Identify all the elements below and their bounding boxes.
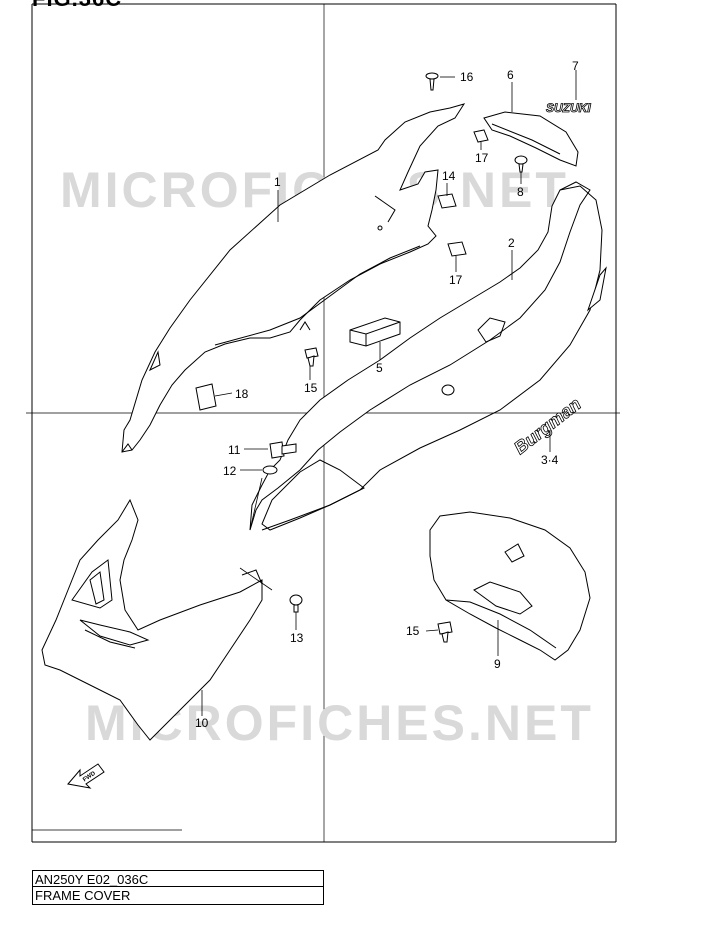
callout-17-upper: 17 — [475, 151, 489, 165]
part-9-center-cover — [429, 511, 591, 661]
part-15-rivet-upper — [304, 347, 319, 367]
part-1-left-frame-cover — [121, 103, 466, 453]
callout-5: 5 — [376, 361, 383, 375]
fwd-arrow-icon: FWD — [67, 763, 105, 789]
callout-13: 13 — [290, 631, 304, 645]
part-7-suzuki-emblem: SUZUKI — [546, 101, 592, 116]
part-8-screw — [514, 155, 528, 173]
part-16-screw — [425, 72, 439, 91]
part-17-clip-lower — [447, 241, 467, 257]
part-10-leg-shield — [41, 498, 263, 741]
figure-title: FIG.36C — [32, 0, 122, 12]
part-5-pad — [349, 317, 401, 347]
drawing-frame — [26, 3, 620, 843]
callout-15-lower: 15 — [406, 624, 420, 638]
callout-8: 8 — [517, 185, 524, 199]
part-18-pad — [195, 383, 217, 411]
callout-16: 16 — [460, 70, 474, 84]
part-12-washer — [262, 465, 278, 475]
leader-lines — [201, 70, 577, 716]
callout-labels: 16 6 7 17 8 14 1 2 17 5 15 18 11 12 3·4 … — [195, 59, 579, 730]
callout-11: 11 — [228, 443, 241, 457]
part-13-screw — [289, 594, 303, 613]
burgman-emblem-text: Burgman — [510, 394, 585, 458]
callout-12: 12 — [223, 464, 237, 478]
part-11-bolt — [269, 441, 297, 459]
fasteners — [262, 72, 528, 643]
callout-2: 2 — [508, 236, 515, 250]
callout-3-4: 3·4 — [541, 453, 559, 467]
part-6-rear-upper-cover — [483, 111, 579, 167]
part-2-right-frame-cover — [249, 181, 607, 531]
suzuki-emblem-text: SUZUKI — [546, 101, 591, 115]
callout-10: 10 — [195, 716, 209, 730]
callout-14: 14 — [442, 169, 456, 183]
callout-1: 1 — [274, 175, 281, 189]
part-3-4-burgman-emblem: Burgman — [510, 393, 585, 458]
callout-18: 18 — [235, 387, 249, 401]
callout-9: 9 — [494, 657, 501, 671]
caption-part-name: FRAME COVER — [32, 887, 324, 905]
callout-15-upper: 15 — [304, 381, 318, 395]
caption-model-code: AN250Y E02_036C — [32, 870, 324, 887]
callout-6: 6 — [507, 68, 514, 82]
callout-17-lower: 17 — [449, 273, 463, 287]
part-17-clip-upper — [473, 129, 489, 143]
callout-7: 7 — [572, 59, 579, 73]
part-15-rivet-lower — [437, 621, 453, 643]
